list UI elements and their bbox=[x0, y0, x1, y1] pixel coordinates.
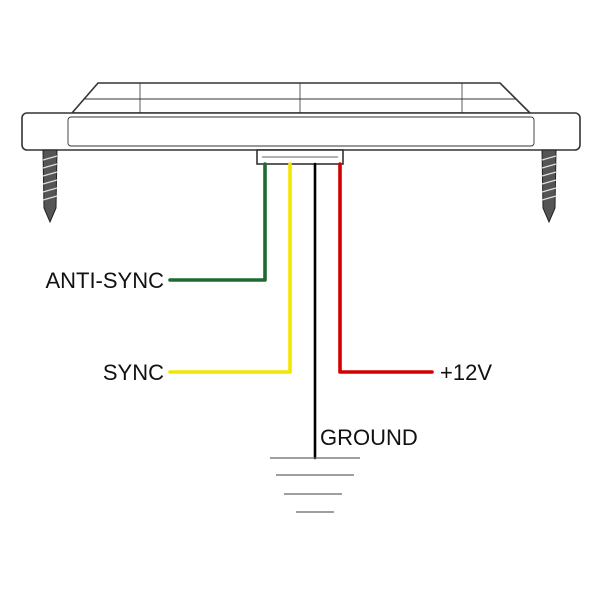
sync-wire bbox=[168, 162, 292, 374]
anti-sync-wire bbox=[168, 162, 267, 282]
lens-top bbox=[70, 82, 532, 114]
sync-label: SYNC bbox=[103, 360, 164, 385]
light-housing bbox=[21, 82, 581, 165]
power-wire bbox=[338, 162, 434, 374]
ground-symbol bbox=[270, 457, 360, 513]
screw-left bbox=[42, 149, 58, 224]
screw-right bbox=[541, 149, 557, 224]
base-inner bbox=[67, 116, 535, 147]
power-label: +12V bbox=[440, 360, 492, 385]
ground-label: GROUND bbox=[320, 425, 418, 450]
anti-sync-label: ANTI-SYNC bbox=[45, 268, 164, 293]
